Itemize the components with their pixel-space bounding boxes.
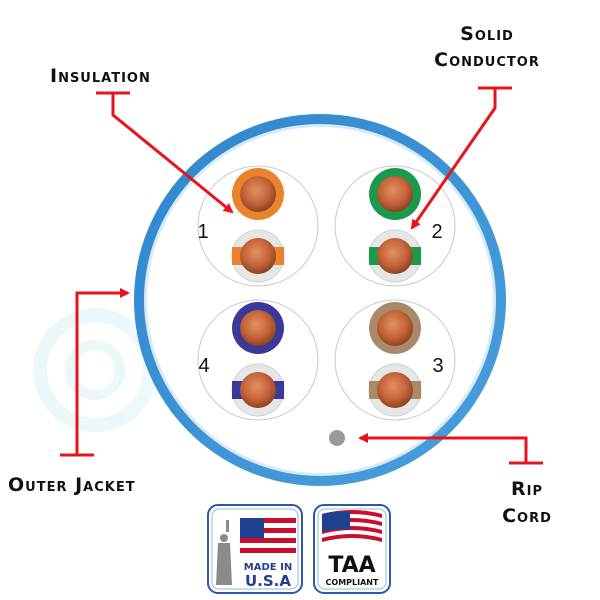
watermark [33,308,157,432]
pair-number-label: 3 [432,355,443,377]
solid-conductor-label-line1: Solid [460,23,514,45]
statue-of-liberty-icon [216,520,232,585]
pair-outline [197,299,319,421]
solid-wire-conductor [240,176,276,212]
usa-flag-icon [240,518,296,554]
rip-cord-label-line1: Rip [511,478,543,500]
usa-text: U.S.A [245,572,291,590]
pair-number-label: 4 [198,355,209,377]
rip-cord-label-line2: Cord [502,505,552,527]
pair-outline [334,299,456,421]
twisted-pairs: 1 2 3 4 [197,165,456,421]
taa-text: TAA [328,553,375,578]
pair-1: 1 [197,165,319,287]
pair-outline [334,165,456,287]
rip-cord [329,430,345,446]
made-in-text: MADE IN [244,562,292,573]
solid-wire-conductor [377,310,413,346]
pair-outline [197,165,319,287]
compliant-text: COMPLIANT [326,578,379,587]
callout-lines [60,86,543,465]
striped-wire-conductor [377,238,413,274]
outer-jacket [134,114,506,486]
waving-flag-icon [322,510,382,545]
pair-4: 4 [197,299,319,421]
pair-3: 3 [334,299,456,421]
striped-wire-conductor [377,372,413,408]
solid-conductor-label-line2: Conductor [434,49,540,71]
taa-compliant-badge: TAA COMPLIANT [313,504,391,594]
pair-number-label: 1 [197,221,208,243]
pair-2: 2 [334,165,456,287]
made-in-usa-badge: MADE IN U.S.A [207,504,303,594]
striped-wire-conductor [240,238,276,274]
pair-number-label: 2 [431,221,442,243]
outer-jacket-label: Outer Jacket [8,474,136,496]
striped-wire-conductor [240,372,276,408]
solid-wire-conductor [377,176,413,212]
solid-wire-conductor [240,310,276,346]
insulation-label: Insulation [50,65,151,87]
